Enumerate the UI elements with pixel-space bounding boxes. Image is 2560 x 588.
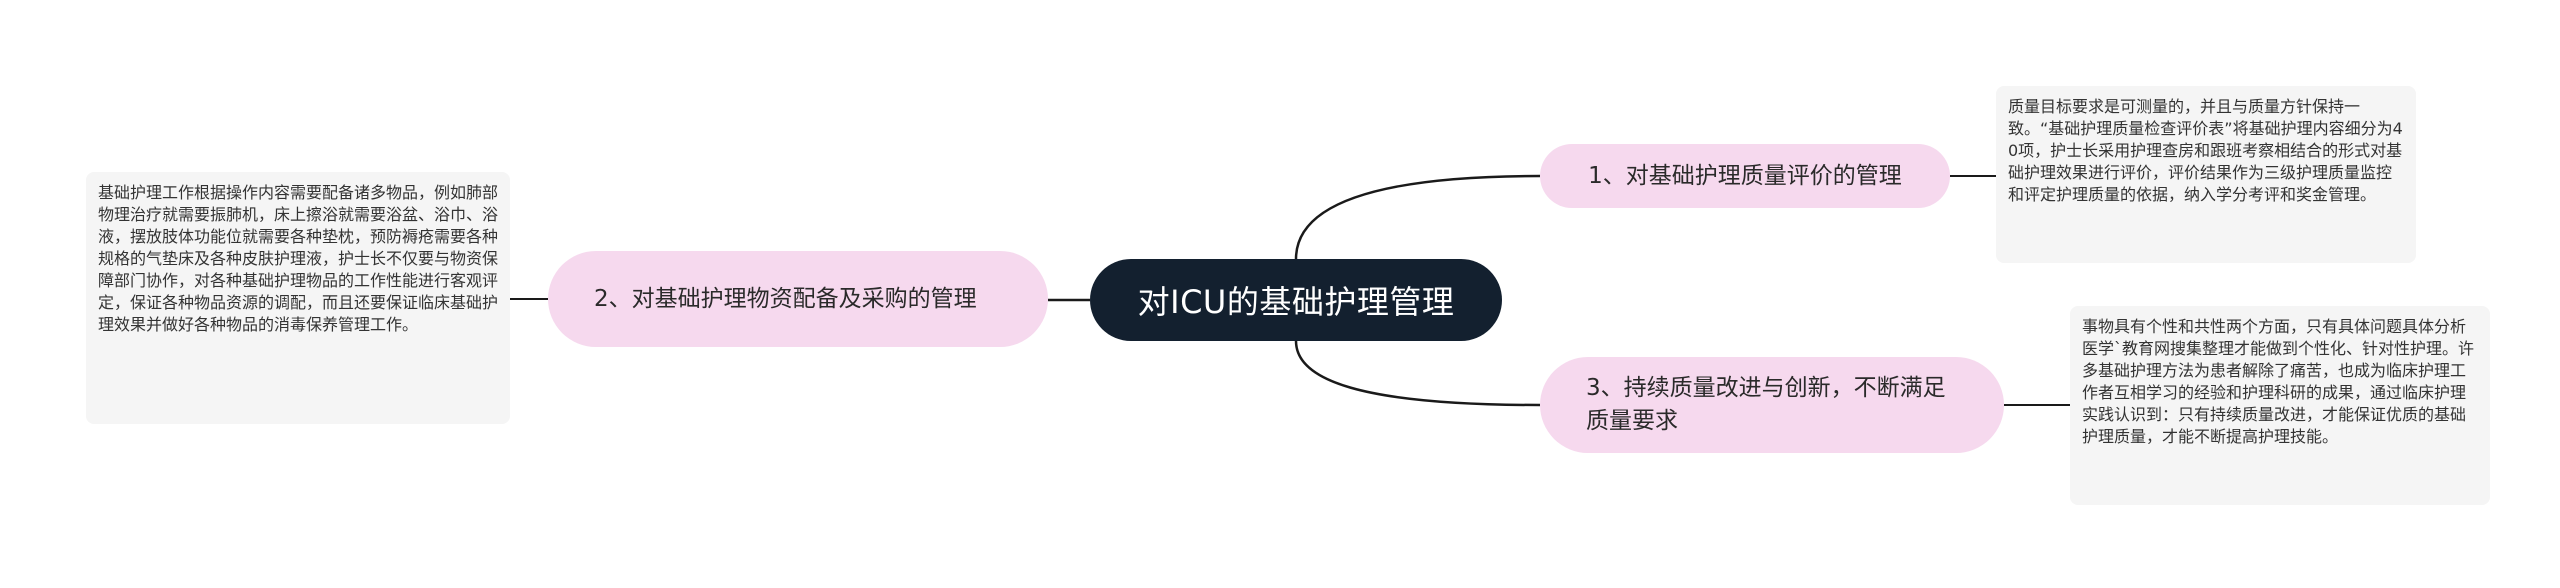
branch-topic-1[interactable]: 1、对基础护理质量评价的管理 <box>1540 144 1950 208</box>
branch-topic-2-label: 2、对基础护理物资配备及采购的管理 <box>594 285 977 312</box>
root-topic-label: 对ICU的基础护理管理 <box>1137 283 1455 321</box>
branch-topic-1-label: 1、对基础护理质量评价的管理 <box>1588 162 1902 189</box>
connector-root-branch-1 <box>1294 174 1541 260</box>
note-branch-1[interactable]: 质量目标要求是可测量的，并且与质量方针保持一致。“基础护理质量检查评价表”将基础… <box>1996 86 2416 263</box>
branch-topic-2[interactable]: 2、对基础护理物资配备及采购的管理 <box>548 251 1048 347</box>
note-branch-3[interactable]: 事物具有个性和共性两个方面，只有具体问题具体分析医学`教育网搜集整理才能做到个性… <box>2070 306 2490 505</box>
branch-topic-3[interactable]: 3、持续质量改进与创新，不断满足质量要求 <box>1540 357 2004 453</box>
note-branch-2-text: 基础护理工作根据操作内容需要配备诸多物品，例如肺部物理治疗就需要振肺机，床上擦浴… <box>98 183 499 334</box>
note-branch-2[interactable]: 基础护理工作根据操作内容需要配备诸多物品，例如肺部物理治疗就需要振肺机，床上擦浴… <box>86 172 510 424</box>
branch-topic-3-label: 3、持续质量改进与创新，不断满足质量要求 <box>1586 375 1946 434</box>
note-branch-3-text: 事物具有个性和共性两个方面，只有具体问题具体分析医学`教育网搜集整理才能做到个性… <box>2082 317 2475 446</box>
root-topic[interactable]: 对ICU的基础护理管理 <box>1090 259 1502 341</box>
connector-root-branch-3 <box>1294 340 1541 407</box>
note-branch-1-text: 质量目标要求是可测量的，并且与质量方针保持一致。“基础护理质量检查评价表”将基础… <box>2008 97 2403 204</box>
